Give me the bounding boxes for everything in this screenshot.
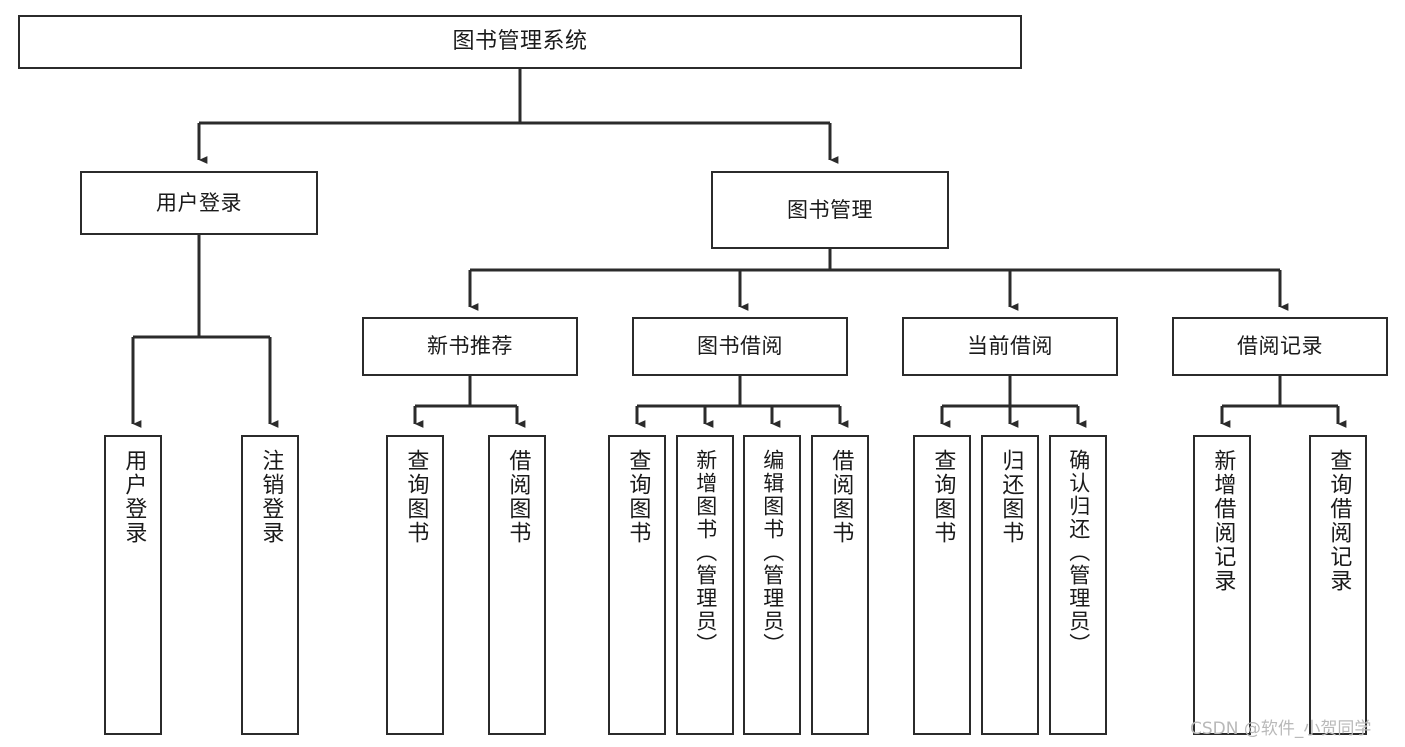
node-label: 编辑图书（管理员） [760,449,785,656]
node-book-borrow[interactable]: 图书借阅 [632,317,848,376]
node-label: 借阅图书 [505,449,531,545]
node-label: 用户登录 [156,190,242,215]
node-label: 新增借阅记录 [1210,449,1236,593]
node-label: 新书推荐 [427,334,513,359]
node-label: 当前借阅 [967,334,1053,359]
node-current-borrow[interactable]: 当前借阅 [902,317,1118,376]
leaf-logout[interactable]: 注销登录 [241,435,299,735]
node-label: 归还图书 [998,449,1024,545]
node-label: 查询图书 [625,449,651,545]
node-label: 图书管理系统 [452,29,588,55]
node-label: 借阅记录 [1237,334,1323,359]
node-label: 借阅图书 [828,449,854,545]
node-label: 确认归还（管理员） [1066,449,1091,656]
leaf-query-book-newbook[interactable]: 查询图书 [386,435,444,735]
node-book-management-system[interactable]: 图书管理系统 [18,15,1022,69]
leaf-query-book-current[interactable]: 查询图书 [913,435,971,735]
leaf-edit-book-admin[interactable]: 编辑图书（管理员） [743,435,801,735]
leaf-query-book-borrow[interactable]: 查询图书 [608,435,666,735]
node-label: 查询借阅记录 [1326,449,1352,593]
node-label: 注销登录 [258,449,284,545]
node-label: 图书借阅 [697,334,783,359]
node-label: 用户登录 [121,449,147,545]
leaf-user-login[interactable]: 用户登录 [104,435,162,735]
node-new-book-recommendation[interactable]: 新书推荐 [362,317,578,376]
node-user-login[interactable]: 用户登录 [80,171,318,235]
node-label: 新增图书（管理员） [693,449,718,656]
node-label: 图书管理 [787,197,873,222]
leaf-query-borrow-record[interactable]: 查询借阅记录 [1309,435,1367,735]
leaf-borrow-book-newbook[interactable]: 借阅图书 [488,435,546,735]
node-label: 查询图书 [930,449,956,545]
leaf-add-book-admin[interactable]: 新增图书（管理员） [676,435,734,735]
leaf-borrow-book[interactable]: 借阅图书 [811,435,869,735]
leaf-add-borrow-record[interactable]: 新增借阅记录 [1193,435,1251,735]
watermark-text: CSDN @软件_小贺同学 [1190,719,1372,739]
node-book-management[interactable]: 图书管理 [711,171,949,249]
leaf-confirm-return-admin[interactable]: 确认归还（管理员） [1049,435,1107,735]
node-label: 查询图书 [403,449,429,545]
leaf-return-book[interactable]: 归还图书 [981,435,1039,735]
node-borrow-record[interactable]: 借阅记录 [1172,317,1388,376]
